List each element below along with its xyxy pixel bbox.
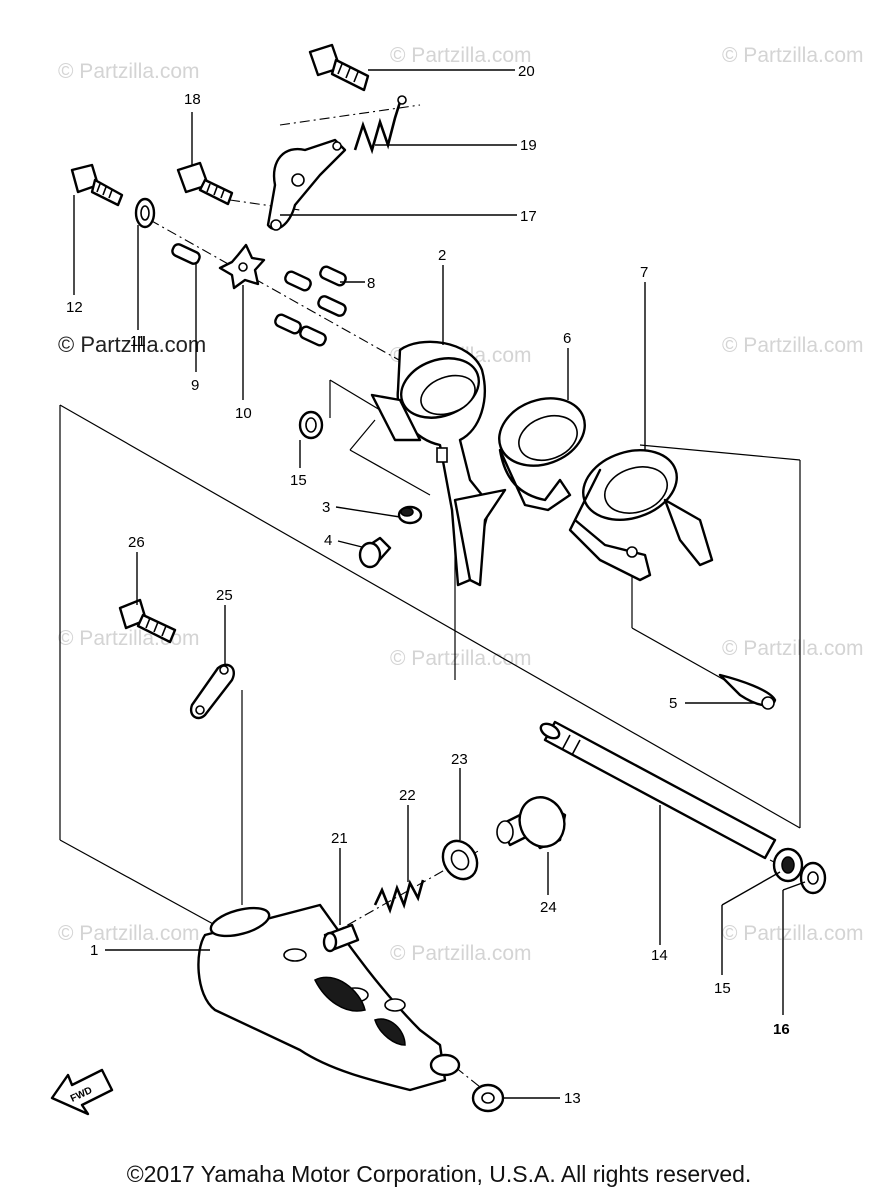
part-25-plate	[189, 663, 235, 720]
callout-7: 7	[640, 264, 648, 281]
callout-17: 17	[520, 208, 537, 225]
watermark: © Partzilla.com	[722, 334, 864, 357]
callout-6: 6	[563, 330, 571, 347]
watermark: © Partzilla.com	[390, 942, 532, 965]
callout-24: 24	[540, 899, 557, 916]
callout-14: 14	[651, 947, 668, 964]
callout-1: 1	[90, 942, 98, 959]
part-5-cotter-pin	[718, 673, 777, 710]
callout-3: 3	[322, 499, 330, 516]
callout-2: 2	[438, 247, 446, 264]
part-15-circlip-lower	[772, 847, 804, 883]
watermark: © Partzilla.com	[390, 44, 532, 67]
part-3-pin	[397, 505, 423, 525]
callout-15-upper: 15	[290, 472, 307, 489]
part-16-washer	[799, 861, 827, 895]
callout-10: 10	[235, 405, 252, 422]
watermark: © Partzilla.com	[58, 60, 200, 83]
callout-23: 23	[451, 751, 468, 768]
callout-labels: 20 19 17 18 12 11 9 10 8 2 6 7 15 3 4 5 …	[66, 63, 790, 1107]
callout-5: 5	[669, 695, 677, 712]
watermark: © Partzilla.com	[722, 44, 864, 67]
part-24-plug	[496, 796, 567, 850]
forward-arrow-icon: FWD	[50, 1068, 114, 1116]
callout-13: 13	[564, 1090, 581, 1107]
part-13-washer	[471, 1083, 505, 1113]
part-10-segment	[218, 243, 266, 290]
part-8-pins	[274, 265, 347, 347]
watermark: © Partzilla.com	[722, 637, 864, 660]
part-14-guide-bar	[539, 720, 777, 860]
part-1-shift-drum	[197, 903, 461, 1092]
callout-19: 19	[520, 137, 537, 154]
part-17-stopper-lever	[266, 138, 347, 231]
callout-18: 18	[184, 91, 201, 108]
part-6-shift-fork	[453, 397, 586, 587]
watermark: © Partzilla.com	[58, 627, 200, 650]
callout-25: 25	[216, 587, 233, 604]
part-23-gasket	[441, 839, 479, 881]
watermark-dark: © Partzilla.com	[58, 332, 206, 357]
part-21-plunger	[322, 923, 360, 953]
watermark: © Partzilla.com	[390, 647, 532, 670]
part-4-roller	[358, 536, 392, 569]
part-19-spring	[353, 95, 407, 155]
callout-16: 16	[773, 1021, 790, 1038]
callout-20: 20	[518, 63, 535, 80]
watermark: © Partzilla.com	[722, 922, 864, 945]
part-12-bolt	[70, 163, 124, 207]
part-18-bolt	[176, 161, 234, 206]
part-9-pin	[171, 243, 201, 265]
part-15-circlip-upper	[298, 410, 324, 440]
callout-21: 21	[331, 830, 348, 847]
watermark: © Partzilla.com	[58, 922, 200, 945]
part-22-spring	[373, 879, 425, 914]
leader-lines	[73, 69, 806, 1099]
callout-15-lower: 15	[714, 980, 731, 997]
callout-12: 12	[66, 299, 83, 316]
part-11-washer	[134, 197, 156, 229]
part-26-bolt	[118, 598, 177, 644]
part-7-shift-fork	[568, 449, 714, 582]
part-20-bolt	[308, 43, 370, 92]
callout-26: 26	[128, 534, 145, 551]
callout-4: 4	[324, 532, 332, 549]
callout-11: 11	[130, 333, 146, 350]
callout-22: 22	[399, 787, 416, 804]
callout-8: 8	[367, 275, 375, 292]
copyright-text: ©2017 Yamaha Motor Corporation, U.S.A. A…	[127, 1161, 752, 1187]
callout-9: 9	[191, 377, 199, 394]
